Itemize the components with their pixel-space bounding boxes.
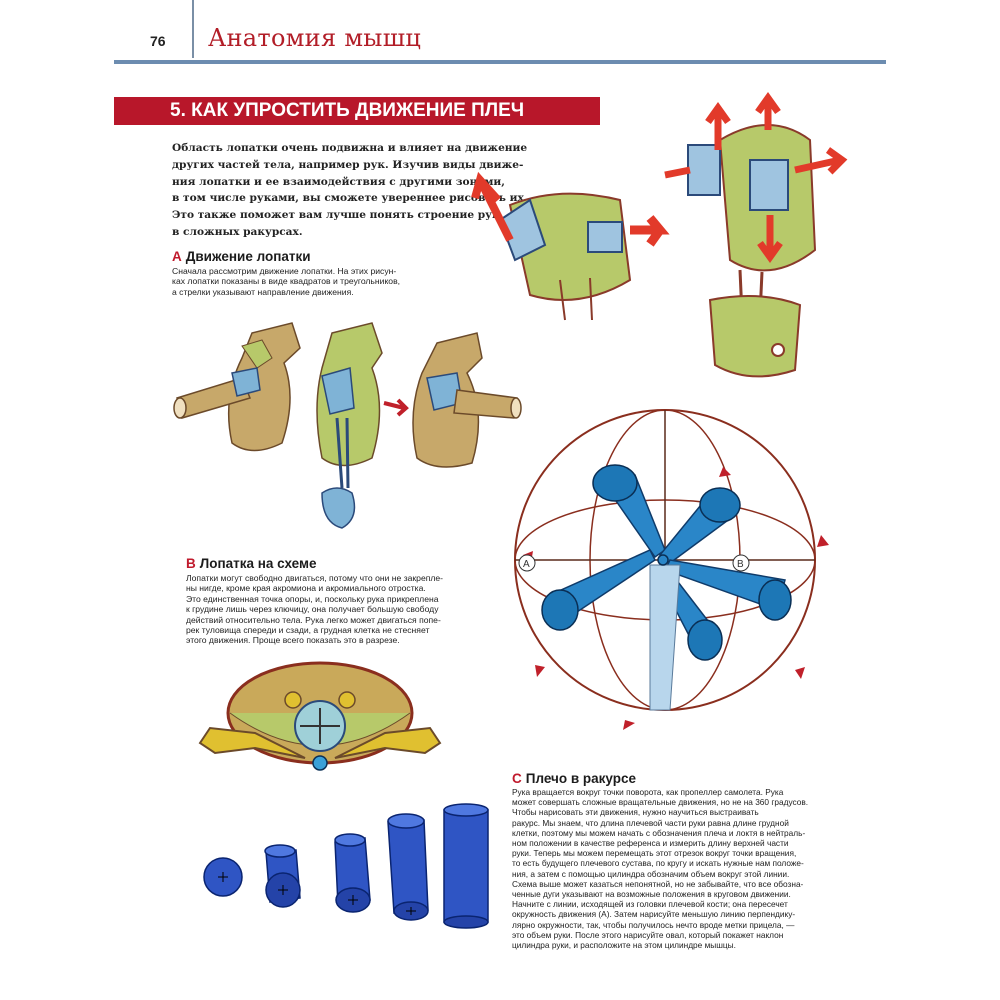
section-c-line: ченные дуги указывают на возможные полож… [512, 889, 791, 900]
section-b-line: Лопатки могут свободно двигаться, потому… [186, 573, 444, 583]
intro-paragraph: Область лопатки очень подвижна и влияет … [172, 140, 528, 241]
section-a-line: а стрелки указывают направление движения… [172, 286, 354, 297]
section-c-line: ния, а затем с помощью цилиндра обозначи… [512, 868, 790, 879]
chapter-title: 5. КАК УПРОСТИТЬ ДВИЖЕНИЕ ПЛЕЧ [170, 100, 525, 121]
section-c-line: клетки, поэтому мы можем начать с обозна… [512, 827, 806, 838]
section-b-line: к грудине лишь через ключицу, она получа… [186, 604, 439, 615]
intro-line: других частей тела, например рук. Изучив… [172, 158, 524, 171]
intro-line: Область лопатки очень подвижна и влияет … [172, 142, 528, 154]
section-c-line: может совершать сложные вращательные дви… [512, 797, 809, 808]
section-c-body: Рука вращается вокруг точки поворота, ка… [512, 787, 808, 950]
chapter-banner [114, 97, 600, 125]
section-c-line: руки. Теперь мы можем перемещать этот от… [512, 848, 797, 859]
section-a-line: ках лопатки показаны в виде квадратов и … [172, 276, 401, 287]
section-c-line: цилиндра руки, и расположите на этом цил… [512, 940, 736, 951]
section-a-body: Сначала рассмотрим движение лопатки. На … [172, 266, 400, 297]
section-b-line: этого движения. Проще всего показать это… [186, 635, 400, 646]
section-c-title: Плечо в ракурсе [525, 771, 637, 786]
section-c-line: Схема выше может казаться непонятной, но… [512, 878, 804, 889]
scapula-movement-figures [173, 322, 522, 529]
diagram-label-a: A [523, 559, 530, 570]
section-b-line: рек туловища спереди и сзади, а грудная … [186, 625, 430, 636]
torso-block-illustration [471, 171, 670, 321]
section-a-letter: А [172, 249, 182, 264]
section-b-letter: B [186, 556, 196, 571]
header-rule [114, 60, 886, 64]
intro-line: Это также поможет вам лучше понять строе… [172, 209, 500, 222]
thorax-cross-section [198, 661, 442, 771]
section-c-letter: C [512, 771, 522, 786]
section-b-title: Лопатка на схеме [199, 556, 317, 571]
diagram-label-b: B [737, 559, 744, 570]
section-c-line: Чтобы нарисовать эти движения, нужно нау… [512, 807, 759, 818]
cylinder-rotation-sequence [203, 803, 489, 929]
shoulder-rotation-sphere: A B [514, 409, 829, 730]
section-c-line: ном положении в качестве референса и изм… [512, 838, 789, 849]
page-number: 76 [150, 33, 166, 49]
section-a-title: Движение лопатки [185, 249, 311, 264]
section-c-line: лярно окружности, так, чтобы получилось … [512, 919, 795, 930]
section-b-line: ны нигде, кроме края акромиона и акромиа… [186, 583, 426, 594]
section-b-body: Лопатки могут свободно двигаться, потому… [186, 573, 443, 646]
intro-line: ния лопатки и ее взаимодействия с другим… [172, 175, 505, 188]
section-b-line: действий относительно тела. Рука легко м… [186, 614, 441, 625]
section-c-line: Начните с линии, исходящей из головки пл… [512, 899, 788, 910]
section-c-line: окружность движения (A). Затем нарисуйте… [512, 909, 796, 920]
section-b-line: Это единственная точка опоры, и, посколь… [186, 593, 439, 604]
running-header-title: Анатомия мышц [208, 24, 422, 52]
intro-line: в сложных ракурсах. [172, 225, 303, 238]
intro-line: в том числе руками, вы сможете увереннее… [172, 192, 528, 205]
section-c-line: Рука вращается вокруг точки поворота, ка… [512, 787, 784, 797]
torso-rotation-illustration [664, 91, 848, 378]
section-c-line: это объем руки. После этого нарисуйте ов… [512, 929, 784, 940]
header-divider [192, 0, 194, 58]
section-a-line: Сначала рассмотрим движение лопатки. На … [172, 266, 397, 276]
section-c-line: ракурс. Мы знаем, что длина плечевой час… [512, 817, 789, 828]
section-c-line: то есть будущего плечевого сустава, по к… [512, 858, 804, 869]
